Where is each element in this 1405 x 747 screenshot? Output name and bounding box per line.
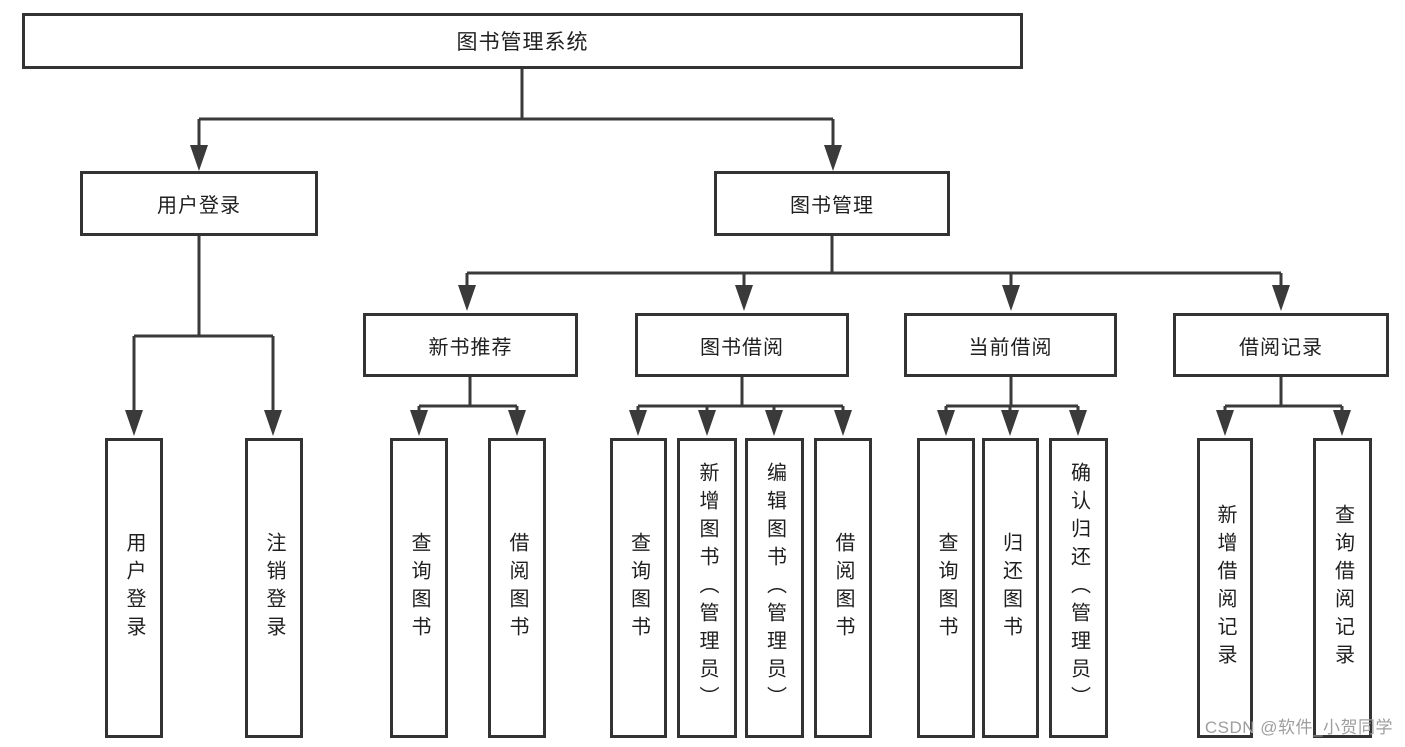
node-borrowing-records: 借阅记录 (1173, 313, 1389, 377)
leaf-edit-book-admin-label: 编辑图书（管理员） (763, 462, 786, 714)
leaf-query-books-borrowing-label: 查询图书 (627, 532, 650, 644)
leaf-user-login: 用户登录 (105, 438, 163, 738)
leaf-borrow-books-recommend-label: 借阅图书 (506, 532, 528, 644)
leaf-add-borrow-record: 新增借阅记录 (1197, 438, 1253, 738)
leaf-query-books-recommend-label: 查询图书 (408, 532, 430, 644)
leaf-query-borrow-record-label: 查询借阅记录 (1331, 504, 1354, 672)
node-user-login-branch: 用户登录 (80, 171, 318, 236)
node-book-borrowing: 图书借阅 (635, 313, 849, 377)
leaf-borrow-books-borrowing-label: 借阅图书 (832, 532, 854, 644)
leaf-query-books-current-label: 查询图书 (935, 532, 957, 644)
leaf-add-borrow-record-label: 新增借阅记录 (1214, 504, 1236, 672)
leaf-logout-label: 注销登录 (263, 532, 285, 644)
leaf-confirm-return-admin-label: 确认归还（管理员） (1067, 462, 1090, 714)
leaf-return-book-label: 归还图书 (999, 532, 1022, 644)
leaf-query-books-borrowing: 查询图书 (610, 438, 667, 738)
csdn-watermark: CSDN @软件_小贺同学 (1204, 718, 1393, 737)
leaf-confirm-return-admin: 确认归还（管理员） (1049, 438, 1108, 738)
leaf-query-borrow-record: 查询借阅记录 (1313, 438, 1372, 738)
leaf-return-book: 归还图书 (982, 438, 1039, 738)
leaf-borrow-books-borrowing: 借阅图书 (814, 438, 872, 738)
node-new-book-recommendation: 新书推荐 (363, 313, 578, 377)
leaf-edit-book-admin: 编辑图书（管理员） (745, 438, 804, 738)
leaf-add-book-admin-label: 新增图书（管理员） (696, 462, 718, 714)
node-library-management-system: 图书管理系统 (22, 13, 1023, 69)
node-book-management-branch: 图书管理 (714, 171, 950, 236)
leaf-add-book-admin: 新增图书（管理员） (677, 438, 737, 738)
leaf-borrow-books-recommend: 借阅图书 (488, 438, 546, 738)
arrowheads (125, 145, 1351, 436)
node-current-borrowing: 当前借阅 (904, 313, 1117, 377)
leaf-query-books-recommend: 查询图书 (390, 438, 448, 738)
leaf-query-books-current: 查询图书 (917, 438, 975, 738)
leaf-logout: 注销登录 (245, 438, 303, 738)
leaf-user-login-label: 用户登录 (123, 532, 145, 644)
